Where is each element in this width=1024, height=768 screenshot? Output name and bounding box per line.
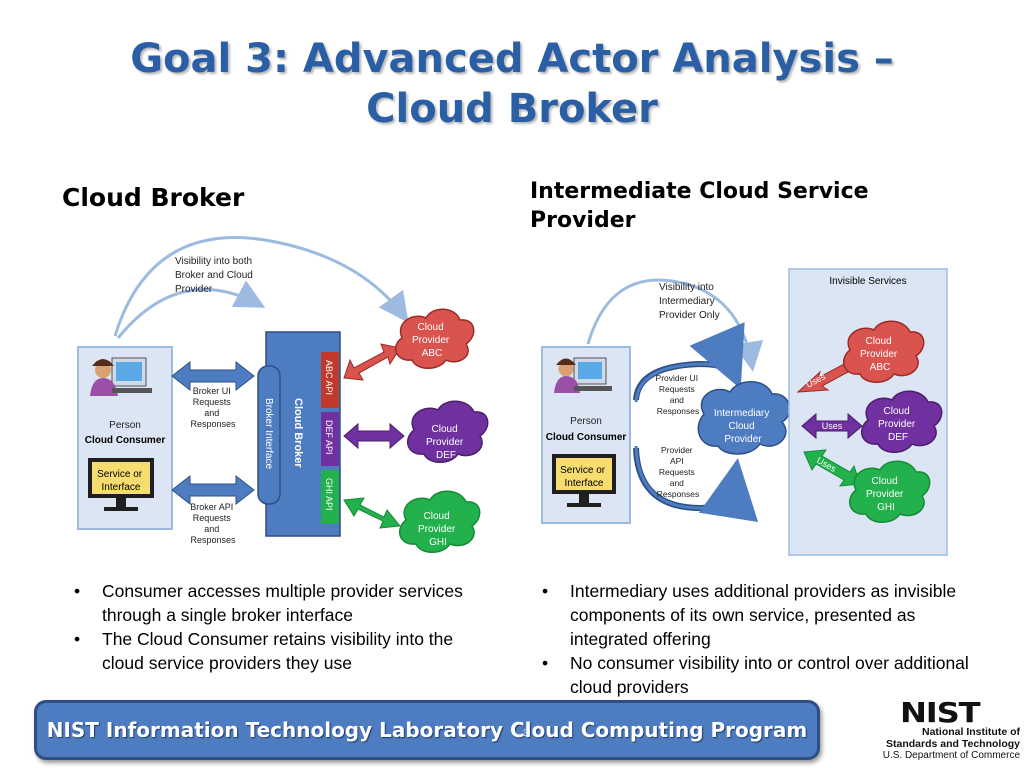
right-ui-arrow-inner	[634, 362, 738, 403]
left-person-label: Person	[109, 420, 141, 431]
footer-banner: NIST Information Technology Laboratory C…	[34, 700, 820, 760]
slide-number: 3	[523, 728, 529, 738]
left-bullet-1: Consumer accesses multiple provider serv…	[68, 579, 488, 627]
right-diagram: Visibility into Intermediary Provider On…	[541, 268, 948, 556]
left-diagram: Visibility into both Broker and Cloud Pr…	[77, 236, 489, 553]
left-cloud-abc: Cloud Provider ABC	[394, 308, 475, 369]
right-provider-api-label: Provider API Requests and Responses	[657, 445, 700, 499]
right-person-icon	[554, 357, 612, 393]
svg-text:Cloud Provider: Cloud Provider ABC	[860, 336, 900, 373]
left-visibility-arc	[113, 236, 409, 337]
left-bullet-2: The Cloud Consumer retains visibility in…	[68, 627, 488, 675]
svg-text:Cloud Provider: Cloud Provider GHI	[866, 476, 906, 513]
svg-text:Cloud Provider: Cloud Provider DEF	[878, 406, 918, 443]
abc-link-arrow	[343, 343, 401, 381]
svg-text:Intermediary Cloud: Intermediary Cloud Provider	[714, 408, 772, 445]
nist-wordmark: NIST	[900, 696, 981, 729]
footer-text: NIST Information Technology Laboratory C…	[46, 718, 808, 742]
nist-line-1: National Institute of	[922, 726, 1020, 738]
right-person-label: Person	[570, 416, 602, 427]
svg-text:Cloud Provider: Cloud Provider DEF	[426, 424, 466, 461]
slide-title: Goal 3: Advanced Actor Analysis – Cloud …	[0, 34, 1024, 134]
left-consumer-label: Cloud Consumer	[85, 435, 166, 446]
left-bullet-list: Consumer accesses multiple provider serv…	[68, 579, 488, 675]
broker-interface-label: Broker Interface	[263, 398, 274, 470]
left-cloud-ghi: Cloud Provider GHI	[398, 490, 481, 553]
left-visibility-note: Visibility into both Broker and Cloud Pr…	[175, 256, 256, 295]
left-cloud-def: Cloud Provider DEF	[406, 400, 489, 463]
invisible-services-title: Invisible Services	[829, 276, 906, 287]
right-api-arrow-inner	[634, 445, 738, 510]
right-consumer-label: Cloud Consumer	[546, 432, 627, 443]
left-broker-api-label: Broker API Requests and Responses	[190, 502, 236, 545]
right-service-label: Service or Interface	[560, 465, 608, 489]
right-visibility-note: Visibility into Intermediary Provider On…	[659, 282, 720, 321]
ghi-link-arrow	[343, 497, 401, 529]
intermediary-cloud: Intermediary Cloud Provider	[697, 381, 791, 455]
left-broker-ui-label: Broker UI Requests and Responses	[190, 386, 236, 429]
abc-api-tab	[321, 352, 339, 408]
abc-api-label: ABC API	[324, 360, 334, 395]
ghi-api-label: GHI API	[324, 478, 334, 511]
right-bullet-1: Intermediary uses additional providers a…	[536, 579, 976, 651]
title-line-1: Goal 3: Advanced Actor Analysis –	[130, 36, 894, 82]
right-cloud-ghi: Cloud Provider GHI	[848, 460, 931, 523]
nist-line-3: U.S. Department of Commerce	[882, 750, 1020, 761]
def-api-tab	[321, 412, 339, 466]
def-api-label: DEF API	[324, 420, 334, 455]
left-api-arrow	[171, 474, 255, 506]
uses-arrow-def: Uses	[801, 412, 863, 440]
cloud-broker-label: Cloud Broker	[292, 398, 304, 468]
left-visibility-arc-2	[116, 280, 266, 339]
svg-text:Cloud Provider: Cloud Provider ABC	[412, 322, 452, 359]
title-line-2: Cloud Broker	[366, 86, 658, 132]
right-bullet-2: No consumer visibility into or control o…	[536, 651, 976, 699]
left-person-icon	[90, 357, 152, 396]
right-cloud-def: Cloud Provider DEF	[860, 390, 943, 453]
def-link-arrow	[343, 422, 405, 450]
left-ui-arrow	[171, 360, 255, 392]
svg-text:Uses: Uses	[822, 421, 843, 431]
broker-interface-box	[257, 365, 281, 505]
left-service-label: Service or Interface	[97, 469, 145, 493]
right-heading: Intermediate Cloud Service Provider	[530, 179, 869, 233]
right-monitor-icon	[552, 454, 616, 507]
nist-line-2: Standards and Technology	[886, 738, 1020, 750]
nist-logo: NIST National Institute of Standards and…	[840, 696, 1020, 762]
right-bullet-list: Intermediary uses additional providers a…	[536, 579, 976, 699]
svg-text:Cloud Provider: Cloud Provider GHI	[418, 511, 458, 548]
right-provider-ui-label: Provider UI Requests and Responses	[656, 373, 701, 416]
ghi-api-tab	[321, 470, 339, 524]
left-heading: Cloud Broker	[62, 183, 245, 212]
right-cloud-abc: Cloud Provider ABC	[842, 320, 925, 383]
left-monitor-icon	[88, 458, 154, 511]
